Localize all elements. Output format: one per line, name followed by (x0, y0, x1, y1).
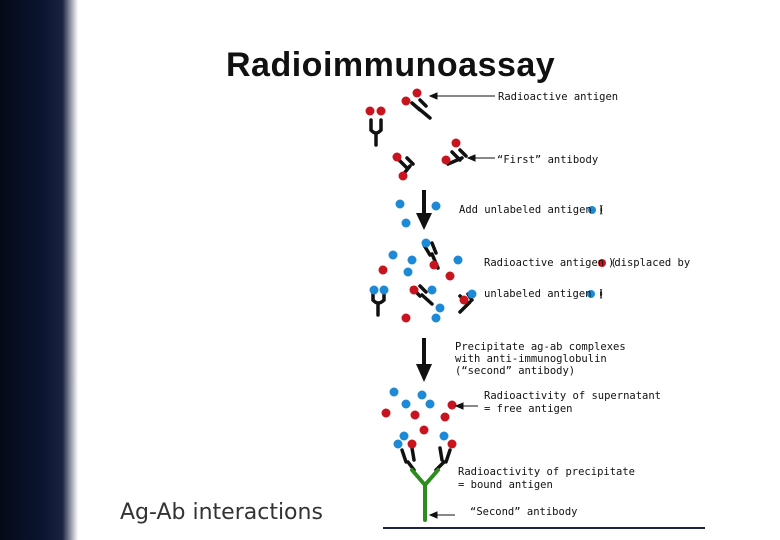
label-second-antibody: “Second” antibody (470, 506, 577, 518)
label-unlabeled-b: ) (598, 288, 604, 300)
radioactive-antigen-dots (365, 88, 469, 449)
label-precipitate-3: (“second” antibody) (455, 365, 575, 377)
label-precipitate-1: Precipitate ag-ab complexes (455, 341, 626, 353)
label-radioactive-antigen: Radioactive antigen (498, 91, 618, 103)
antibody-bottom-right (434, 446, 452, 472)
process-arrows (416, 190, 432, 382)
label-precipitate-radio-1: Radioactivity of precipitate (458, 466, 635, 478)
page-title: Radioimmunoassay (226, 46, 556, 84)
legend-red-dot (598, 259, 606, 267)
antibody-bound-right (446, 148, 468, 166)
antibody-bottom-left (400, 446, 416, 472)
label-supernatant-1: Radioactivity of supernatant (484, 390, 661, 402)
antibody-mid-free (371, 290, 386, 317)
label-add-unlabeled-b: ) (598, 204, 604, 216)
footer-title: Ag-Ab interactions (120, 500, 323, 525)
label-precipitate-2: with anti-immunoglobulin (455, 353, 607, 365)
label-add-unlabeled-a: Add unlabeled antigen ( (459, 204, 604, 216)
antibody-free (369, 118, 383, 147)
label-displaced-b: )displaced by (608, 257, 690, 269)
label-displaced-a: Radioactive antigen ( (484, 257, 617, 269)
label-unlabeled-a: unlabeled antigen ( (484, 288, 604, 300)
antibody-bound-top (410, 98, 432, 120)
label-first-antibody: “First” antibody (497, 154, 598, 166)
decorative-left-strip (0, 0, 78, 540)
pointer-lines (428, 92, 495, 519)
unlabeled-antigen-dots (369, 199, 596, 449)
second-antibody-shape (410, 468, 440, 522)
label-precipitate-radio-2: = bound antigen (458, 479, 553, 491)
label-supernatant-2: = free antigen (484, 403, 573, 415)
